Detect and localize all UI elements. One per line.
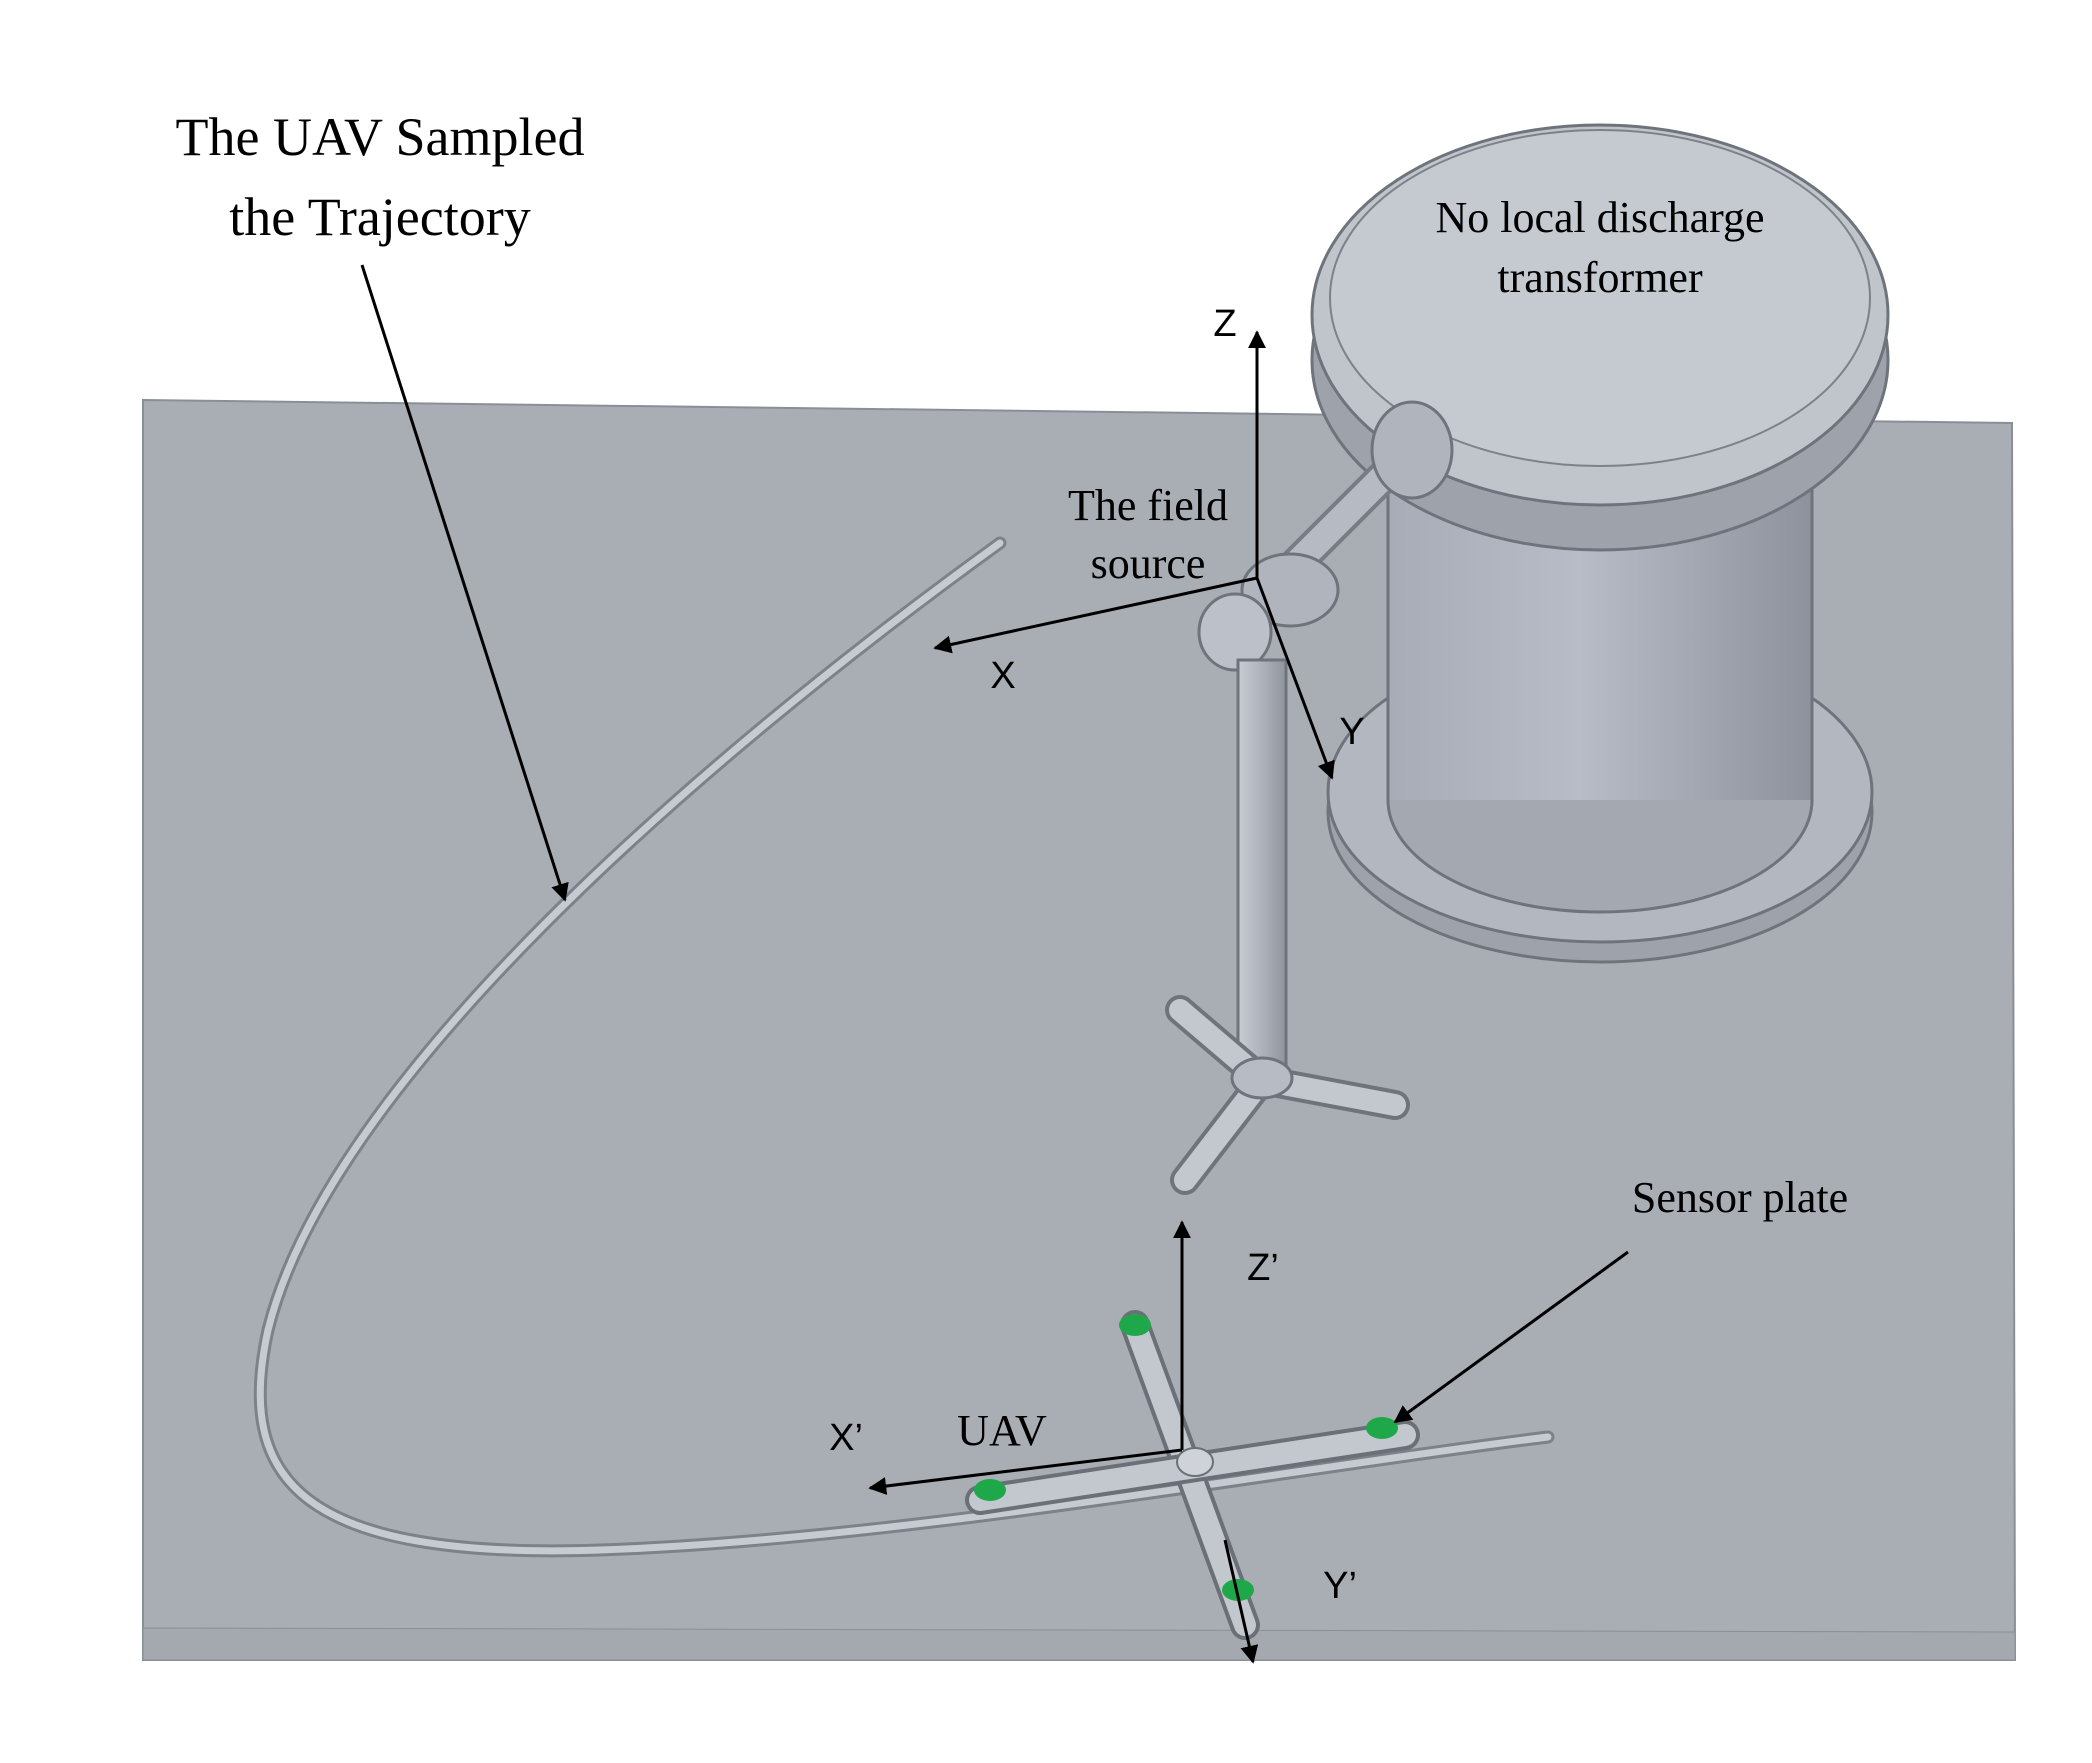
source-y-axis bbox=[1255, 577, 1335, 780]
uav-x-axis bbox=[868, 1448, 1183, 1495]
trajectory-path bbox=[253, 536, 1555, 1558]
source-x-label: X bbox=[990, 655, 1015, 697]
sensor-dot bbox=[1119, 1314, 1151, 1336]
source-x-axis bbox=[933, 576, 1258, 654]
field-source-assembly bbox=[1165, 400, 1454, 1195]
transformer bbox=[1310, 123, 1890, 964]
trajectory-label-line1: The UAV Sampled bbox=[176, 107, 585, 167]
field-source-label-line1: The field bbox=[1068, 481, 1228, 530]
uav-y-label: Y’ bbox=[1323, 1565, 1357, 1607]
source-axes bbox=[933, 330, 1335, 780]
uav-x-label: X’ bbox=[829, 1417, 863, 1459]
sensor-dot bbox=[1366, 1417, 1398, 1439]
labels: The UAV Sampled the Trajectory No local … bbox=[176, 107, 1849, 1607]
uav bbox=[965, 1310, 1420, 1640]
callout-arrows bbox=[360, 264, 1629, 1424]
source-y-label: Y bbox=[1339, 711, 1364, 753]
uav-axes bbox=[868, 1220, 1259, 1664]
trajectory-label-line2: the Trajectory bbox=[229, 187, 530, 247]
source-z-label: Z bbox=[1213, 303, 1236, 345]
uav-label: UAV bbox=[957, 1406, 1047, 1455]
transformer-label-line2: transformer bbox=[1497, 253, 1703, 302]
uav-z-label: Z’ bbox=[1247, 1247, 1279, 1289]
transformer-label-line1: No local discharge bbox=[1435, 193, 1764, 242]
trajectory-callout-arrow bbox=[360, 264, 569, 902]
uav-y-axis bbox=[1223, 1539, 1259, 1664]
field-source-label-line2: source bbox=[1091, 539, 1206, 588]
sensor-dot bbox=[974, 1479, 1006, 1501]
sensor-plate-label: Sensor plate bbox=[1632, 1173, 1848, 1222]
sensor-callout-arrow bbox=[1393, 1250, 1629, 1424]
